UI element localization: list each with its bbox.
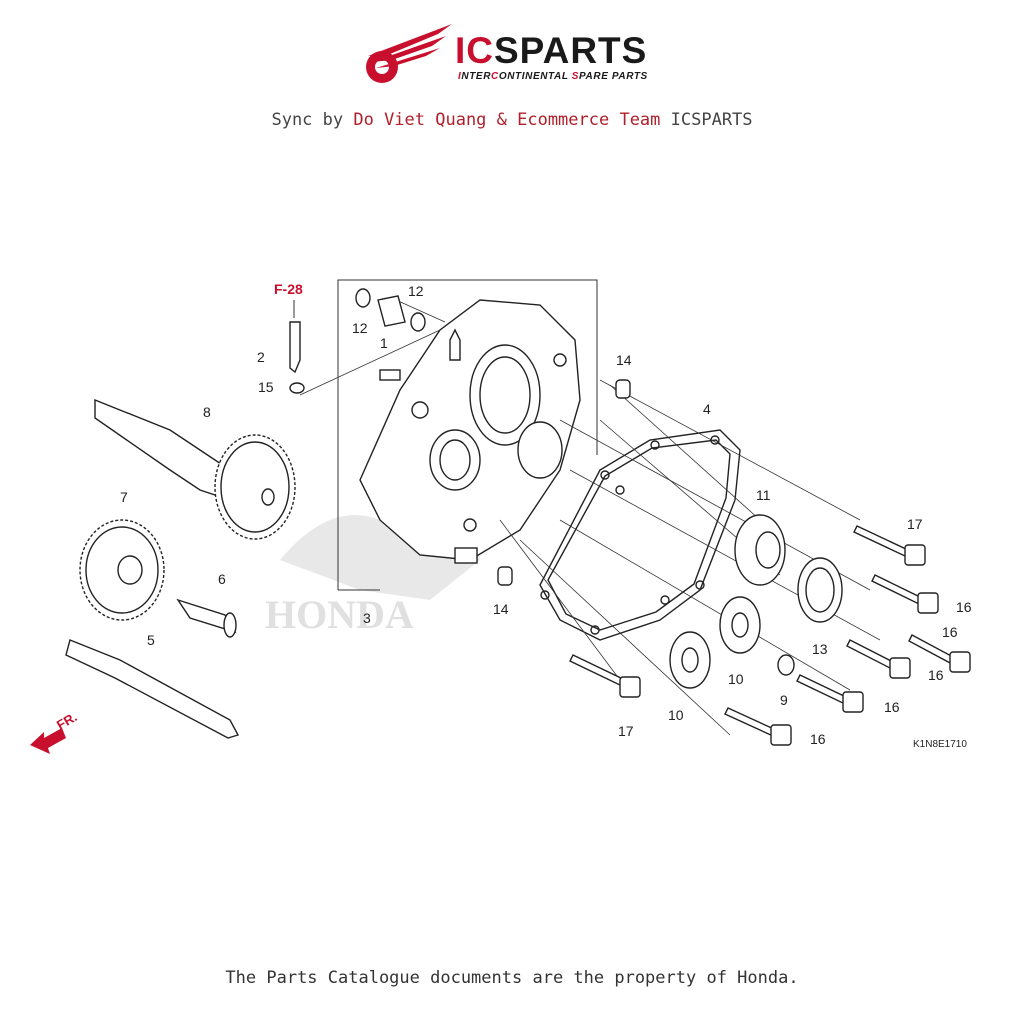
brand-tagline: INTERCONTINENTAL SPARE PARTS <box>458 71 648 82</box>
callout-16a: 16 <box>956 599 972 615</box>
callout-2: 2 <box>257 349 265 365</box>
honda-watermark: HONDA <box>265 500 480 637</box>
callout-12b: 12 <box>408 283 424 299</box>
reference-label: F-28 <box>274 281 303 297</box>
callout-8: 8 <box>203 404 211 420</box>
callout-17a: 17 <box>907 516 923 532</box>
footer-notice: The Parts Catalogue documents are the pr… <box>225 968 799 988</box>
callout-10b: 10 <box>668 707 684 723</box>
transmission-case-cover <box>359 299 581 564</box>
final-shaft <box>65 639 240 739</box>
driven-gear <box>79 519 165 621</box>
pinion-gear <box>176 598 237 638</box>
callout-10a: 10 <box>728 671 744 687</box>
callout-3: 3 <box>363 610 371 626</box>
sync-credit: Sync by Do Viet Quang & Ecommerce Team I… <box>271 110 753 130</box>
small-parts <box>289 288 631 586</box>
callout-16d: 16 <box>884 699 900 715</box>
callout-13: 13 <box>812 641 828 657</box>
callout-9: 9 <box>780 692 788 708</box>
svg-text:HONDA: HONDA <box>265 592 414 637</box>
diagram-code: K1N8E1710 <box>913 739 967 750</box>
callout-5: 5 <box>147 632 155 648</box>
countershaft-gear <box>94 398 296 540</box>
callout-14a: 14 <box>616 352 632 368</box>
front-arrow-icon: FR. <box>30 709 80 754</box>
callout-1: 1 <box>380 335 388 351</box>
callout-16e: 16 <box>810 731 826 747</box>
callout-6: 6 <box>218 571 226 587</box>
callout-7: 7 <box>120 489 128 505</box>
callout-12a: 12 <box>352 320 368 336</box>
gasket <box>539 429 741 641</box>
callout-14b: 14 <box>493 601 509 617</box>
callout-15: 15 <box>258 379 274 395</box>
callout-11: 11 <box>756 487 771 503</box>
callout-17b: 17 <box>618 723 634 739</box>
bearings <box>669 514 843 689</box>
brand-name: ICSPARTS <box>455 30 648 71</box>
callout-16b: 16 <box>942 624 958 640</box>
callout-16c: 16 <box>928 667 944 683</box>
front-label: FR. <box>54 709 80 732</box>
wing-gear-logo-icon <box>366 24 452 83</box>
callout-4: 4 <box>703 401 711 417</box>
bolts <box>569 525 971 746</box>
